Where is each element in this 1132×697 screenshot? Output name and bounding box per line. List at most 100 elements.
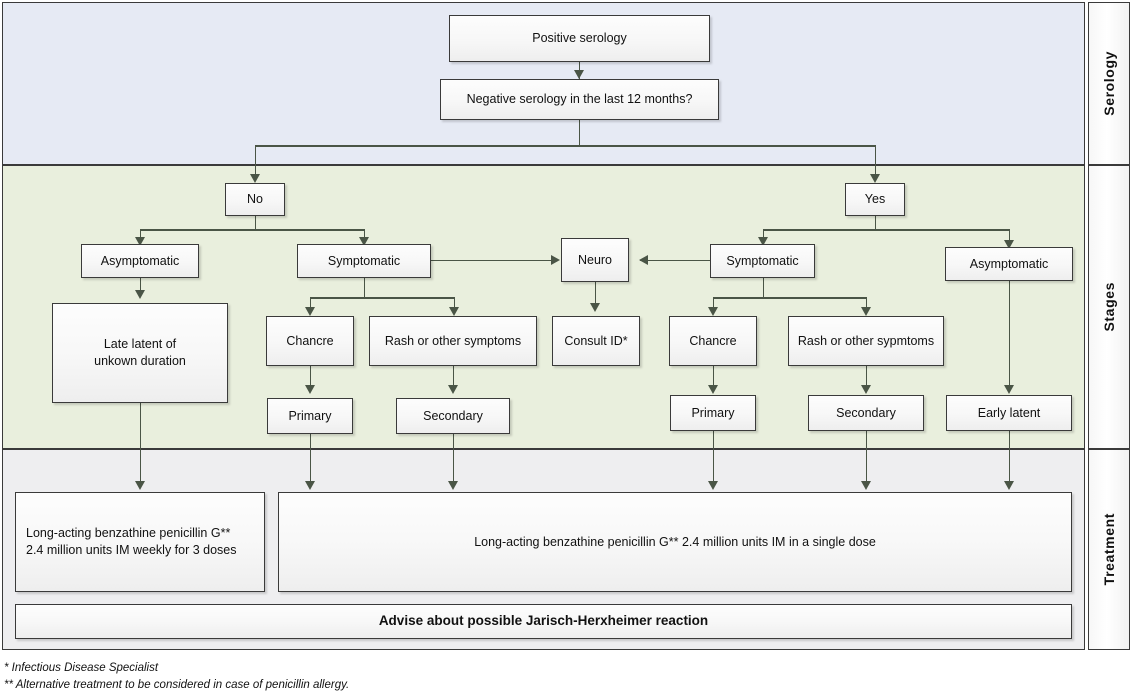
node-primary-left[interactable]: Primary — [267, 398, 353, 434]
connector-primaryright-to-treatment — [712, 431, 715, 485]
node-secondary-left[interactable]: Secondary — [396, 398, 510, 434]
node-consult-id-label: Consult ID* — [564, 333, 628, 348]
footnotes: * Infectious Disease Specialist ** Alter… — [4, 660, 349, 693]
node-asymptomatic-left[interactable]: Asymptomatic — [81, 244, 199, 278]
arrowhead-symptleft-to-rash — [449, 307, 459, 316]
node-symptomatic-right[interactable]: Symptomatic — [710, 244, 815, 278]
connector-symptright-to-neuro — [640, 259, 711, 262]
arrowhead-chancreleft-to-primary — [305, 385, 315, 394]
node-yes-label: Yes — [864, 192, 886, 207]
arrowhead-symptright-to-neuro — [639, 255, 648, 265]
connector-latelatent-to-treatment — [139, 403, 142, 485]
connector-no-stem — [254, 216, 257, 230]
connector-no-to-sympt-left — [363, 229, 366, 241]
node-chancre-left[interactable]: Chancre — [266, 316, 354, 366]
node-symptomatic-left-label: Symptomatic — [327, 253, 401, 268]
band-label-serology-text: Serology — [1101, 51, 1117, 116]
connector-symptleft-to-rash — [453, 297, 456, 311]
node-no[interactable]: No — [225, 183, 285, 216]
node-chancre-right-label: Chancre — [689, 333, 737, 348]
arrowhead-yes-to-asympt-right — [1004, 240, 1014, 249]
node-late-latent[interactable]: Late latent of unkown duration — [52, 303, 228, 403]
connector-chancreleft-to-primary — [309, 366, 312, 388]
connector-secondaryright-to-treatment — [865, 431, 868, 485]
band-label-serology: Serology — [1088, 2, 1130, 165]
node-early-latent[interactable]: Early latent — [946, 395, 1072, 431]
band-label-treatment-text: Treatment — [1101, 513, 1117, 586]
connector-earlylatent-to-treatment — [1008, 431, 1011, 485]
treatment-box-advise[interactable]: Advise about possible Jarisch-Herxheimer… — [15, 604, 1072, 639]
node-positive-serology[interactable]: Positive serology — [449, 15, 710, 62]
connector-symptleft-bus — [310, 297, 455, 299]
node-yes[interactable]: Yes — [845, 183, 905, 216]
treatment-single-dose-label: Long-acting benzathine penicillin G** 2.… — [474, 534, 876, 549]
arrowhead-yes-to-sympt-right — [758, 237, 768, 246]
treatment-three-doses-line1: Long-acting benzathine penicillin G** — [26, 526, 231, 541]
connector-no-bus — [140, 229, 365, 231]
treatment-box-three-doses[interactable]: Long-acting benzathine penicillin G** 2.… — [15, 492, 265, 592]
connector-symptright-bus — [713, 297, 867, 299]
arrowhead-symptright-to-chancre — [708, 307, 718, 316]
node-late-latent-line1: Late latent of — [103, 337, 177, 352]
node-neuro-label: Neuro — [577, 252, 613, 267]
arrowhead-symptleft-to-chancre — [305, 307, 315, 316]
node-chancre-left-label: Chancre — [286, 333, 334, 348]
connector-rashleft-to-secondary — [452, 366, 455, 388]
node-asymptomatic-left-label: Asymptomatic — [100, 253, 180, 268]
node-chancre-right[interactable]: Chancre — [669, 316, 757, 366]
arrowhead-bus-to-yes — [870, 174, 880, 183]
node-rash-right[interactable]: Rash or other sypmtoms — [788, 316, 944, 366]
connector-symptright-to-rash — [865, 297, 868, 311]
arrowhead-earlylatent-to-treatment — [1004, 481, 1014, 490]
connector-symptleft-stem — [363, 278, 366, 298]
connector-symptright-to-chancre — [712, 297, 715, 311]
arrowhead-latelatent-to-treatment — [135, 481, 145, 490]
node-negative-serology-question-label: Negative serology in the last 12 months? — [466, 92, 693, 107]
arrowhead-symptright-to-rash — [861, 307, 871, 316]
arrowhead-asymptright-to-earlylatent — [1004, 385, 1014, 394]
node-secondary-right[interactable]: Secondary — [808, 395, 924, 431]
node-rash-left[interactable]: Rash or other symptoms — [369, 316, 537, 366]
arrowhead-no-to-asympt-left — [135, 237, 145, 246]
node-asymptomatic-right[interactable]: Asymptomatic — [945, 247, 1073, 281]
node-primary-right[interactable]: Primary — [670, 395, 756, 431]
arrowhead-no-to-sympt-left — [359, 237, 369, 246]
connector-primaryleft-to-treatment — [309, 434, 312, 485]
treatment-box-single-dose[interactable]: Long-acting benzathine penicillin G** 2.… — [278, 492, 1072, 592]
arrowhead-primaryleft-to-treatment — [305, 481, 315, 490]
connector-bus-to-yes — [874, 145, 877, 177]
node-rash-left-label: Rash or other symptoms — [384, 333, 522, 348]
node-positive-serology-label: Positive serology — [532, 31, 627, 46]
arrowhead-neuro-to-consultid — [590, 303, 600, 312]
node-consult-id[interactable]: Consult ID* — [552, 316, 640, 366]
arrowhead-positive-to-question — [574, 70, 584, 79]
node-no-label: No — [247, 192, 263, 207]
footnote-two: ** Alternative treatment to be considere… — [4, 678, 350, 691]
connector-symptleft-to-neuro — [430, 259, 555, 262]
arrowhead-secondaryleft-to-treatment — [448, 481, 458, 490]
connector-chancreright-to-primary — [712, 366, 715, 388]
connector-question-stem — [578, 120, 581, 146]
node-secondary-left-label: Secondary — [423, 408, 483, 423]
node-asymptomatic-right-label: Asymptomatic — [969, 256, 1049, 271]
connector-secondaryleft-to-treatment — [452, 434, 455, 485]
footnote-one: * Infectious Disease Specialist — [4, 662, 159, 674]
connector-asymptright-to-earlylatent — [1008, 281, 1011, 388]
arrowhead-primaryright-to-treatment — [708, 481, 718, 490]
node-primary-right-label: Primary — [691, 405, 735, 420]
connector-symptleft-to-chancre — [309, 297, 312, 311]
node-symptomatic-left[interactable]: Symptomatic — [297, 244, 431, 278]
arrowhead-secondaryright-to-treatment — [861, 481, 871, 490]
arrowhead-chancreright-to-primary — [708, 385, 718, 394]
connector-asymptleft-to-latelatent — [139, 278, 142, 296]
arrowhead-rashleft-to-secondary — [448, 385, 458, 394]
node-negative-serology-question[interactable]: Negative serology in the last 12 months? — [440, 79, 719, 120]
treatment-advise-label: Advise about possible Jarisch-Herxheimer… — [378, 613, 709, 629]
node-neuro[interactable]: Neuro — [561, 238, 629, 282]
band-label-treatment: Treatment — [1088, 449, 1130, 650]
arrowhead-rashright-to-secondary — [861, 385, 871, 394]
band-label-stages-text: Stages — [1101, 282, 1117, 332]
connector-yes-to-asympt-right — [1008, 229, 1011, 244]
arrowhead-symptleft-to-neuro — [551, 255, 560, 265]
